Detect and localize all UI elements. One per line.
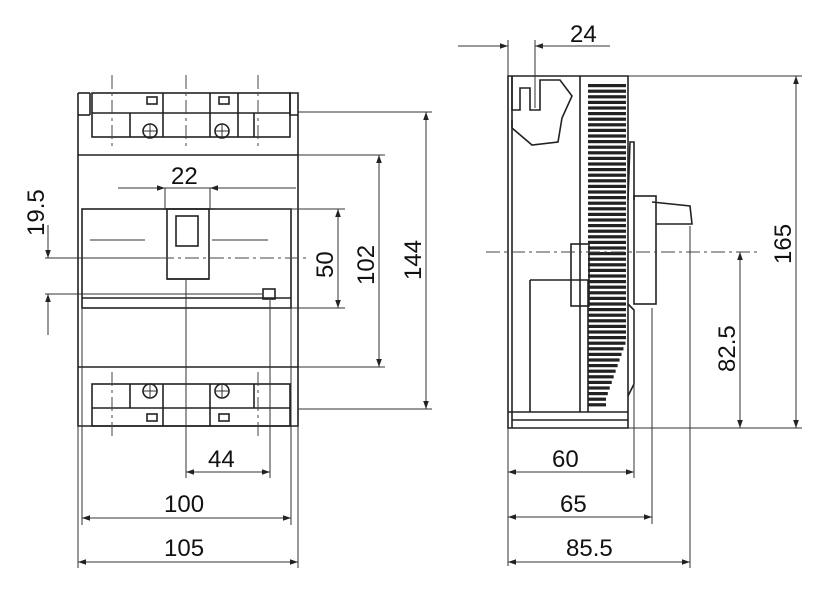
fin-rib <box>588 179 626 183</box>
fin-rib <box>588 201 626 205</box>
fin-rib <box>588 369 616 373</box>
fin-rib <box>588 184 626 188</box>
dim-102-label: 102 <box>353 245 380 285</box>
side-view: 24 165 82.5 60 65 85.5 <box>458 21 802 568</box>
dim-165-label: 165 <box>770 224 797 264</box>
fin-rib <box>588 392 608 396</box>
fin-rib <box>588 95 626 99</box>
dim-65-label: 65 <box>560 491 587 518</box>
fin-rib <box>588 341 626 345</box>
dim-50-label: 50 <box>312 251 339 278</box>
fin-rib <box>588 358 620 362</box>
fin-rib <box>588 134 626 138</box>
fin-rib <box>588 145 626 149</box>
fin-rib <box>588 123 626 127</box>
fin-rib <box>588 212 626 216</box>
fin-rib <box>588 352 622 356</box>
fin-rib <box>588 380 612 384</box>
fin-rib <box>588 313 626 317</box>
test-button-icon <box>262 288 276 300</box>
fin-rib <box>588 330 626 334</box>
fin-rib <box>588 162 626 166</box>
dim-22-label: 22 <box>171 163 198 190</box>
dim-19-5-label: 19.5 <box>23 189 50 236</box>
fin-rib <box>588 84 626 88</box>
fin-rib <box>588 319 626 323</box>
fin-rib <box>588 168 626 172</box>
fin-rib <box>588 218 626 222</box>
fin-rib <box>588 100 626 104</box>
dim-24-label: 24 <box>570 21 597 48</box>
fin-rib <box>588 397 606 401</box>
front-body-outline <box>77 92 299 427</box>
side-top-clip <box>511 76 581 412</box>
bottom-terminal-block <box>91 383 291 427</box>
fin-rib <box>588 274 626 278</box>
fin-rib <box>588 302 626 306</box>
fin-rib <box>588 324 626 328</box>
fin-rib <box>588 229 626 233</box>
side-handle <box>627 141 693 397</box>
dim-144-label: 144 <box>400 240 427 280</box>
dim-85-5-label: 85.5 <box>566 535 613 562</box>
fin-rib <box>588 156 626 160</box>
fin-rib <box>588 106 626 110</box>
top-terminal-block <box>91 92 291 139</box>
dim-105-label: 105 <box>164 535 204 562</box>
fin-rib <box>588 386 610 390</box>
fin-rib <box>588 240 626 244</box>
fin-rib <box>588 268 626 272</box>
fin-rib <box>588 347 624 351</box>
fin-rib <box>588 89 626 93</box>
fin-rib <box>588 207 626 211</box>
fin-rib <box>588 235 626 239</box>
fin-rib <box>588 308 626 312</box>
fin-rib <box>588 117 626 121</box>
fin-rib <box>588 151 626 155</box>
fin-rib <box>588 263 626 267</box>
fin-rib <box>588 128 626 132</box>
fin-rib <box>588 173 626 177</box>
fin-rib <box>588 364 618 368</box>
fin-rib <box>588 196 626 200</box>
fin-rib <box>588 336 626 340</box>
fin-rib <box>588 291 626 295</box>
fin-rib <box>588 252 626 256</box>
dim-60-label: 60 <box>552 446 579 473</box>
dim-44-label: 44 <box>208 446 235 473</box>
fin-rib <box>588 112 626 116</box>
fin-rib <box>588 224 626 228</box>
fin-rib <box>588 285 626 289</box>
fin-rib <box>588 140 626 144</box>
front-view: 22 19.5 50 102 144 44 100 <box>23 75 432 568</box>
fin-rib <box>588 280 626 284</box>
dim-82-5-label: 82.5 <box>714 325 741 372</box>
cooling-fins <box>588 84 626 407</box>
fin-rib <box>588 375 614 379</box>
fin-rib <box>588 190 626 194</box>
toggle-handle <box>166 208 210 280</box>
fin-rib <box>588 296 626 300</box>
fin-rib <box>588 257 626 261</box>
fin-rib <box>588 403 606 407</box>
fin-rib <box>588 246 626 250</box>
dim-100-label: 100 <box>164 491 204 518</box>
